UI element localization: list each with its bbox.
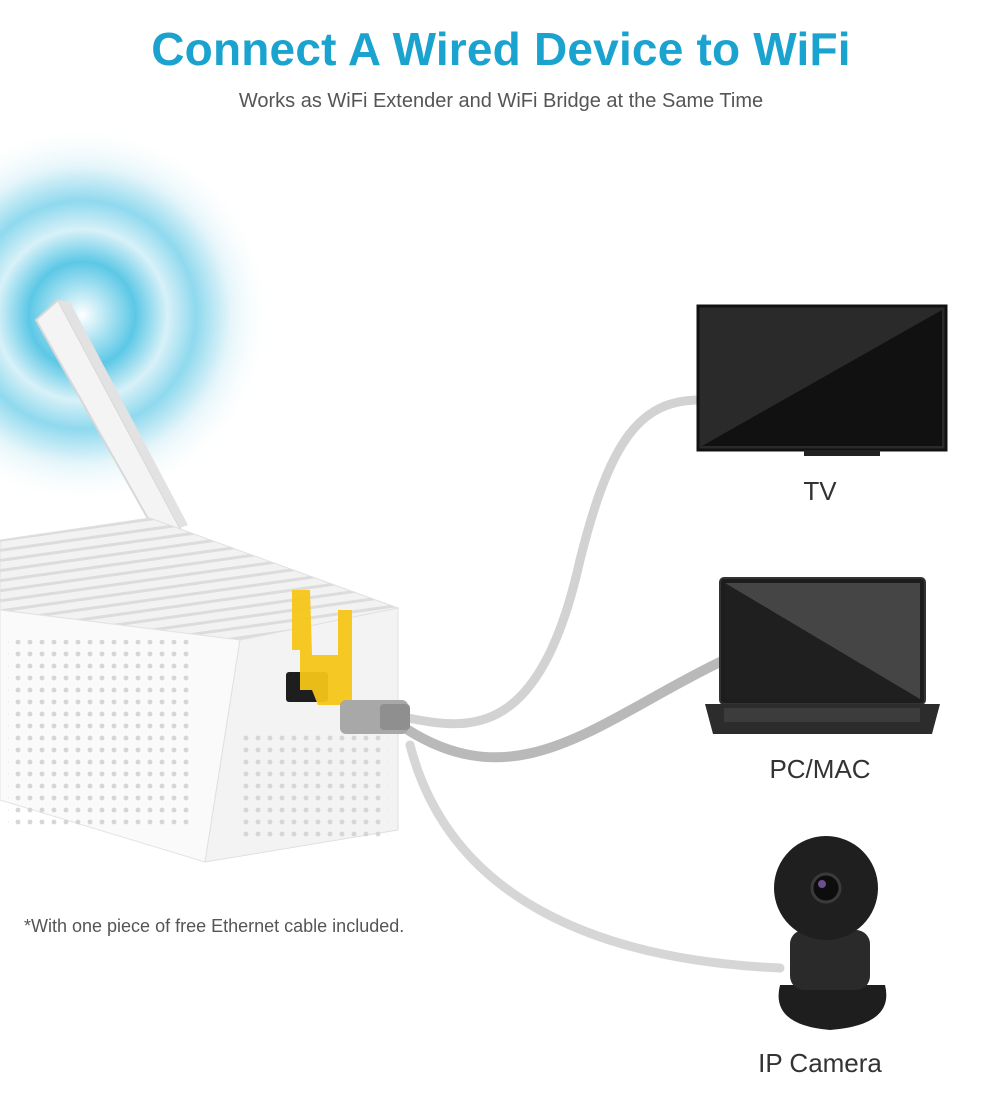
- tv-icon: [696, 304, 948, 456]
- wifi-signal-icon: [0, 125, 272, 505]
- ethernet-cables: [403, 395, 785, 973]
- page-subtitle: Works as WiFi Extender and WiFi Bridge a…: [238, 90, 764, 112]
- laptop-icon: [705, 577, 940, 734]
- wifi-extender-device: [0, 298, 410, 863]
- page-title: Connect A Wired Device to WiFi: [151, 23, 851, 75]
- ip-camera-icon: [774, 836, 887, 1030]
- camera-label: IP Camera: [758, 1048, 882, 1078]
- footnote: *With one piece of free Ethernet cable i…: [24, 916, 405, 936]
- tv-label: TV: [803, 476, 837, 506]
- pc-label: PC/MAC: [769, 754, 871, 784]
